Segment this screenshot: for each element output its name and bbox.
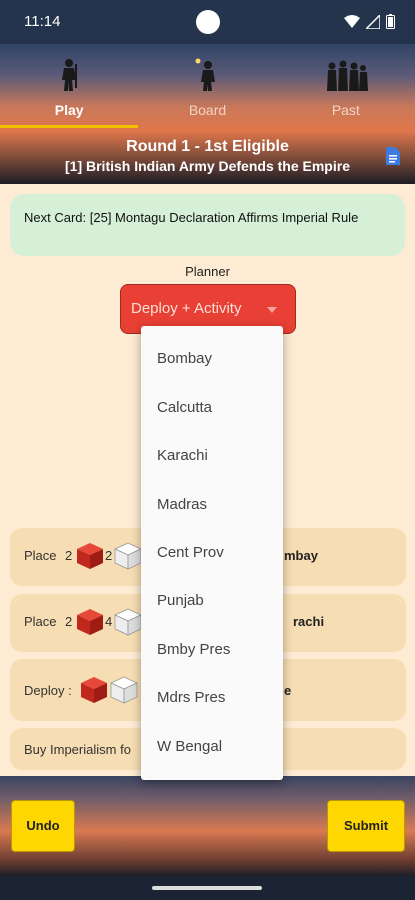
dropdown-item-bmby-pres[interactable]: Bmby Pres: [157, 641, 231, 658]
system-nav-bar: [0, 876, 415, 900]
tab-play[interactable]: Play: [0, 44, 138, 128]
dropdown-item-madras[interactable]: Madras: [157, 496, 208, 513]
row-target: e: [284, 683, 292, 698]
tab-board[interactable]: Board: [138, 44, 276, 128]
status-icons: [344, 14, 395, 29]
status-time: 11:14: [24, 13, 61, 30]
wifi-icon: [344, 14, 360, 28]
red-count: 2: [65, 614, 73, 629]
group-soldiers-icon: [326, 60, 368, 91]
row-target: rachi: [293, 614, 325, 629]
planner-selected-value: Deploy + Activity: [131, 300, 242, 317]
active-tab-indicator: [0, 125, 138, 128]
planner-dropdown-menu: Bombay Calcutta Karachi Madras Cent Prov…: [141, 326, 283, 780]
white-cube-icon: [114, 608, 142, 636]
red-cube-icon: [81, 677, 107, 703]
header: Play Board Past Round 1 -: [0, 44, 415, 184]
signal-icon: [366, 14, 380, 29]
dropdown-item-calcutta[interactable]: Calcutta: [157, 399, 213, 416]
red-cube-icon: [77, 543, 103, 569]
red-cube-icon: [77, 609, 103, 635]
white-count: 4: [105, 614, 113, 629]
undo-button[interactable]: Undo: [11, 800, 75, 852]
white-cube-icon: [110, 676, 138, 704]
document-icon[interactable]: [385, 146, 401, 166]
row-label: Place: [24, 614, 57, 629]
camera-cutout: [196, 10, 220, 34]
home-gesture-pill[interactable]: [152, 886, 262, 890]
next-card-info: Next Card: [25] Montagu Declaration Affi…: [10, 194, 405, 256]
chevron-down-icon: [267, 307, 277, 313]
tab-past-label: Past: [331, 102, 360, 118]
row-target: mbay: [284, 548, 318, 563]
dropdown-item-mdrs-pres[interactable]: Mdrs Pres: [157, 689, 226, 706]
dropdown-item-karachi[interactable]: Karachi: [157, 447, 208, 464]
soldier-icon: [62, 59, 78, 91]
submit-button[interactable]: Submit: [327, 800, 405, 852]
tab-play-label: Play: [54, 102, 84, 118]
white-cube-icon: [114, 542, 142, 570]
tab-board-label: Board: [188, 102, 227, 118]
planner-label: Planner: [185, 264, 230, 279]
status-bar: 11:14: [0, 0, 415, 44]
row-label: Deploy :: [24, 683, 72, 698]
dropdown-item-cent-prov[interactable]: Cent Prov: [157, 544, 224, 561]
dropdown-item-punjab[interactable]: Punjab: [157, 592, 204, 609]
dropdown-item-bombay[interactable]: Bombay: [157, 350, 213, 367]
tab-bar: Play Board Past: [0, 44, 415, 128]
bottom-action-bar: Undo Submit: [0, 776, 415, 876]
dropdown-item-w-bengal[interactable]: W Bengal: [157, 738, 223, 755]
planner-select[interactable]: Deploy + Activity: [120, 284, 296, 334]
round-title: Round 1 - 1st Eligible: [126, 138, 289, 155]
row-label: Place: [24, 548, 57, 563]
event-title: [1] British Indian Army Defends the Empi…: [65, 158, 350, 174]
white-count: 2: [105, 548, 113, 563]
row-label: Buy Imperialism fo: [24, 742, 131, 757]
red-count: 2: [65, 548, 73, 563]
soldier-lamp-icon: [195, 58, 216, 91]
battery-icon: [386, 14, 395, 29]
tab-past[interactable]: Past: [277, 44, 415, 128]
